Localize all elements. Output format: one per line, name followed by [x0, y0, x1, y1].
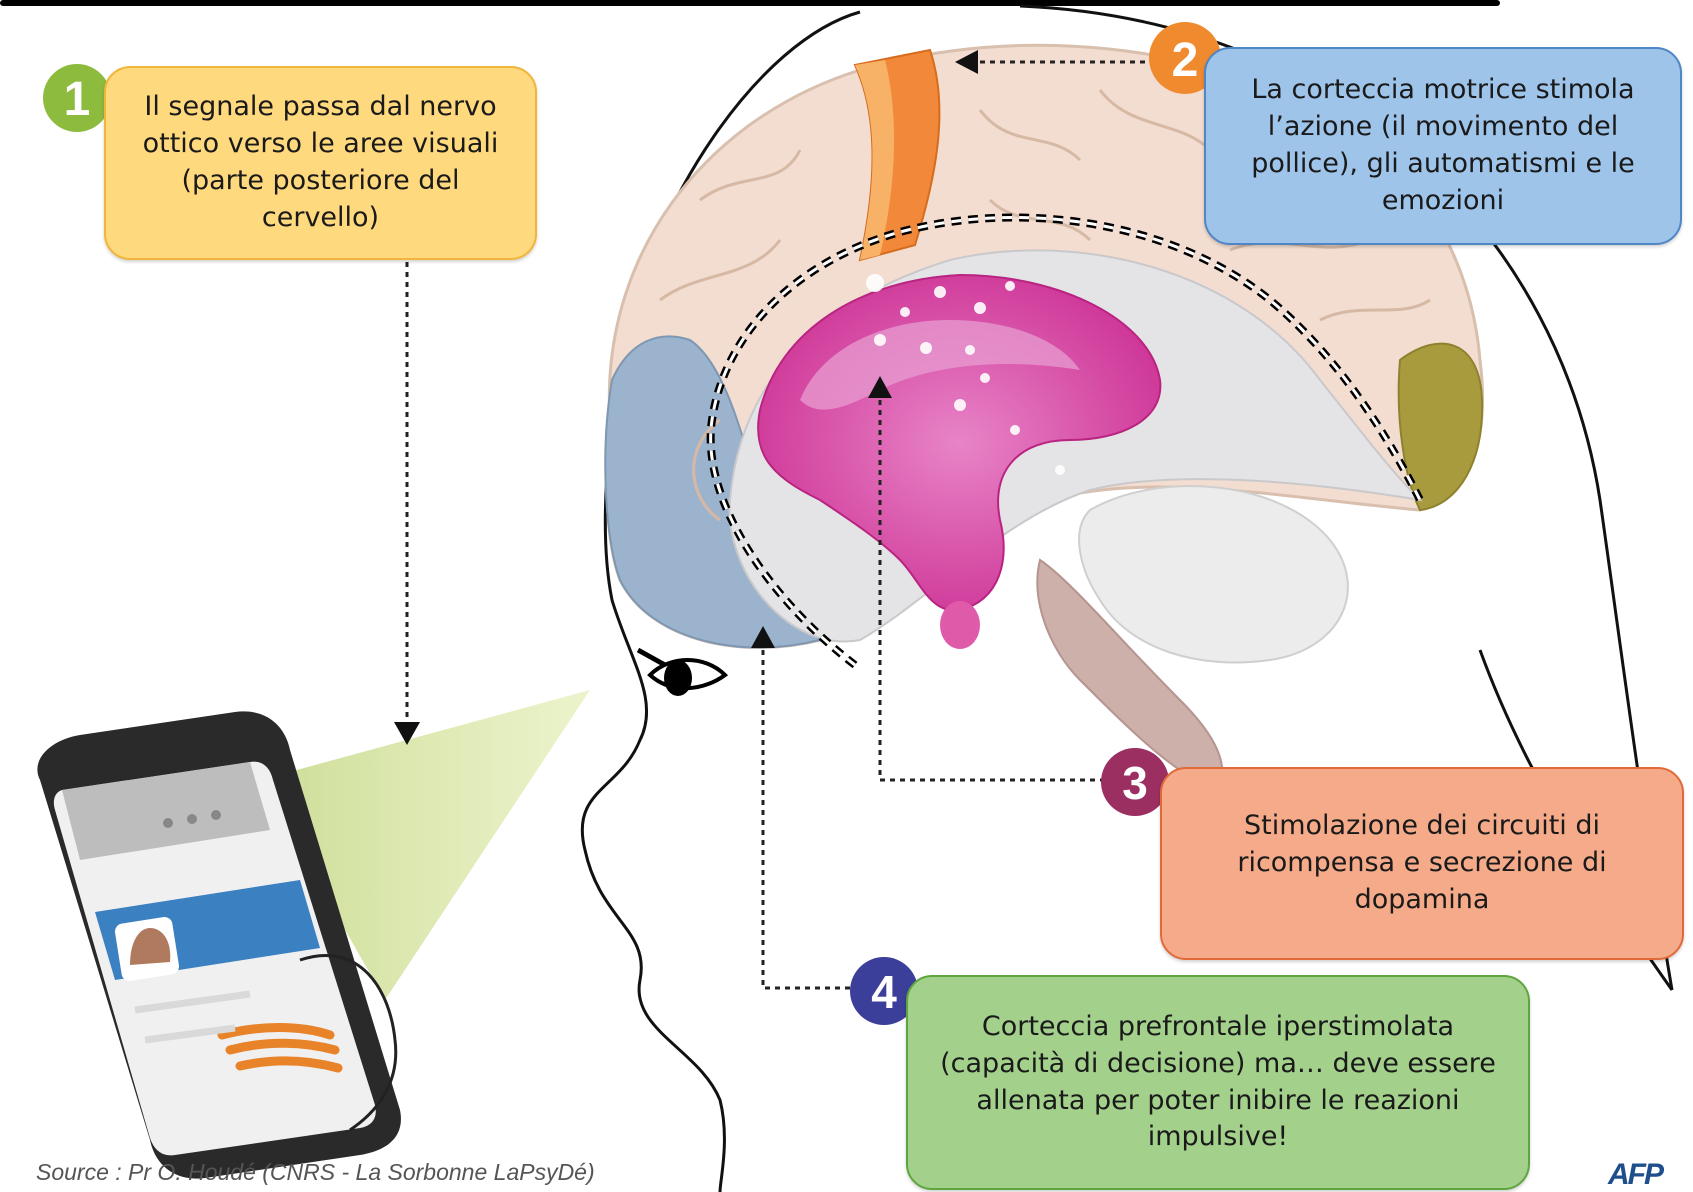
- eye-icon: [636, 647, 729, 696]
- callout-motor-cortex: La corteccia motrice stimola l’azione (i…: [1204, 47, 1682, 245]
- callout-4-text: Corteccia prefrontale iperstimolata (cap…: [940, 1010, 1496, 1153]
- callout-prefrontal-cortex: Corteccia prefrontale iperstimolata (cap…: [906, 975, 1530, 1190]
- callout-2-text: La corteccia motrice stimola l’azione (i…: [1251, 74, 1635, 216]
- source-credit: Source : Pr O. Houdé (CNRS - La Sorbonne…: [36, 1159, 595, 1185]
- callout-1-text: Il segnale passa dal nervo ottico verso …: [142, 91, 499, 233]
- callout-3-text: Stimolazione dei circuiti di ricompensa …: [1237, 810, 1607, 915]
- step-badge-4: 4: [850, 957, 918, 1025]
- step-badge-1: 1: [43, 64, 111, 132]
- callout-reward-circuit: Stimolazione dei circuiti di ricompensa …: [1160, 767, 1684, 960]
- callout-visual-signal: Il segnale passa dal nervo ottico verso …: [104, 66, 537, 260]
- top-bar: [0, 0, 1500, 6]
- svg-text:3: 3: [1122, 757, 1148, 809]
- connectors: [405, 60, 1145, 990]
- svg-text:2: 2: [1172, 34, 1199, 87]
- step-badge-2: 2: [1149, 22, 1221, 94]
- phone-icon: [37, 711, 401, 1179]
- brain-folds: [659, 89, 1431, 522]
- dopamine-dots: [866, 274, 1065, 475]
- afp-logo: AFP: [1608, 1158, 1664, 1191]
- svg-text:4: 4: [871, 966, 897, 1018]
- svg-text:1: 1: [64, 73, 91, 126]
- arrowheads: [394, 50, 978, 745]
- frontal-area: [1397, 342, 1484, 512]
- step-badge-3: 3: [1101, 748, 1169, 816]
- cerebellum: [1078, 485, 1349, 664]
